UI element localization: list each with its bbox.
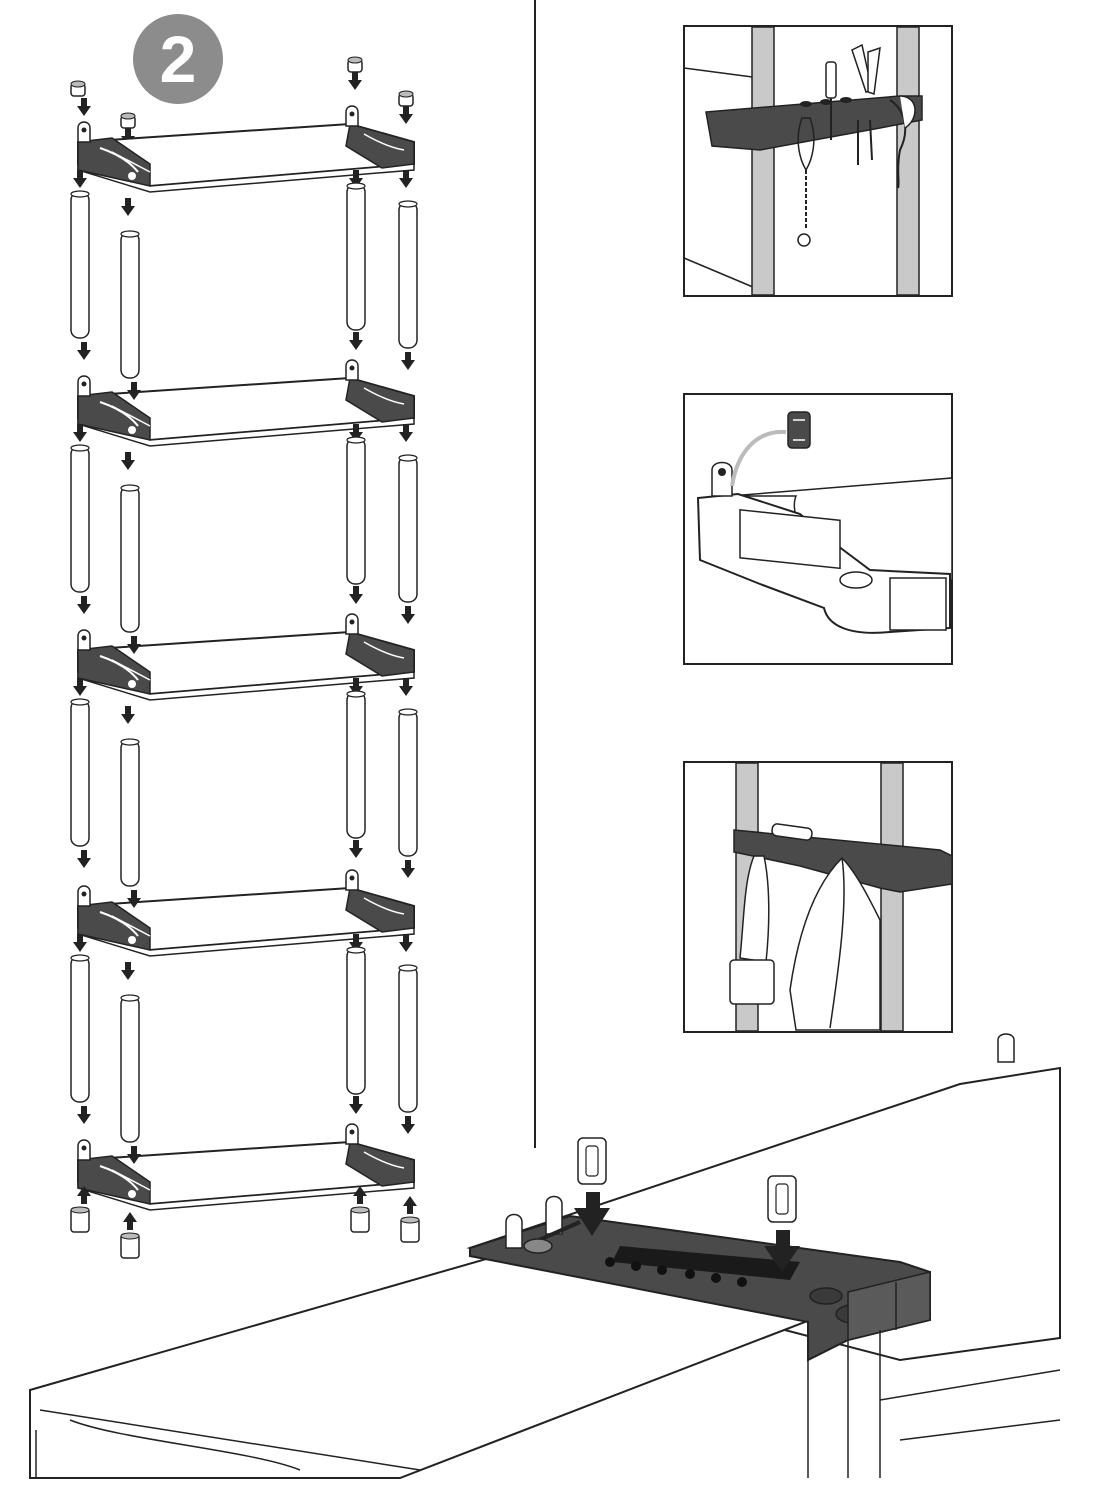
arrow-down-icon bbox=[349, 332, 363, 350]
pole bbox=[346, 691, 366, 839]
towel-icon bbox=[789, 856, 881, 1031]
arrow-down-icon bbox=[401, 606, 415, 624]
arrow-down-icon bbox=[77, 1106, 91, 1124]
shelf-board bbox=[77, 105, 415, 193]
pole bbox=[346, 183, 366, 331]
pliers-icon bbox=[851, 43, 881, 165]
detail-panel-clip-insert bbox=[683, 393, 953, 665]
arrow-down-icon bbox=[77, 850, 91, 868]
arrow-down-icon bbox=[399, 424, 413, 442]
pole bbox=[70, 699, 90, 847]
arrow-down-icon bbox=[349, 170, 363, 188]
arrow-down-icon bbox=[127, 890, 141, 908]
arrow-down-icon bbox=[127, 1146, 141, 1164]
mounting-tab bbox=[711, 461, 733, 497]
insert-arrow bbox=[730, 429, 787, 487]
arrow-down-icon bbox=[121, 962, 135, 980]
arrow-down-icon bbox=[349, 424, 363, 442]
arrow-down-icon bbox=[399, 678, 413, 696]
arrow-down-icon bbox=[399, 106, 413, 124]
pole bbox=[120, 231, 140, 379]
shelf-board bbox=[77, 869, 415, 957]
arrow-down-icon bbox=[73, 934, 87, 952]
arrow-down-icon bbox=[399, 170, 413, 188]
arrow-down-icon bbox=[121, 198, 135, 216]
arrow-down-icon bbox=[127, 636, 141, 654]
arrow-down-icon bbox=[574, 1192, 610, 1236]
arrow-down-icon bbox=[77, 342, 91, 360]
arrow-down-icon bbox=[349, 586, 363, 604]
arrow-down-icon bbox=[353, 1186, 367, 1204]
arrow-down-icon bbox=[401, 352, 415, 370]
arrow-down-icon bbox=[401, 860, 415, 878]
shelf-board bbox=[77, 613, 415, 701]
pole bbox=[398, 455, 418, 603]
pole bbox=[120, 739, 140, 887]
arrow-down-icon bbox=[77, 98, 91, 116]
arrow-down-icon bbox=[349, 934, 363, 952]
pole bbox=[398, 709, 418, 857]
arrow-down-icon bbox=[121, 128, 135, 146]
arrow-down-icon bbox=[764, 1230, 800, 1272]
arrow-down-icon bbox=[77, 1186, 91, 1204]
exploded-shelf-unit bbox=[70, 56, 420, 1259]
detail-panel-tool-rack bbox=[683, 25, 953, 297]
pole bbox=[880, 762, 904, 1032]
detail-panel-towel-hook bbox=[683, 761, 953, 1033]
arrow-down-icon bbox=[349, 840, 363, 858]
arrow-down-icon bbox=[399, 934, 413, 952]
arrow-down-icon bbox=[73, 424, 87, 442]
clip-icon bbox=[787, 411, 811, 449]
shelf-board bbox=[77, 1123, 415, 1211]
pole bbox=[120, 485, 140, 633]
clip-icon bbox=[577, 1137, 607, 1185]
key-chain-icon bbox=[797, 117, 815, 247]
arrow-down-icon bbox=[121, 706, 135, 724]
pole bbox=[751, 26, 775, 296]
arrow-down-icon bbox=[123, 1212, 137, 1230]
pole bbox=[70, 955, 90, 1103]
arrow-down-icon bbox=[349, 1096, 363, 1114]
arrow-down-icon bbox=[349, 678, 363, 696]
pole bbox=[70, 445, 90, 593]
pole bbox=[398, 965, 418, 1113]
pole bbox=[346, 437, 366, 585]
clip-icon bbox=[767, 1175, 797, 1223]
shelf-closeup bbox=[29, 1033, 1061, 1479]
arrow-down-icon bbox=[401, 1116, 415, 1134]
shelf-board bbox=[77, 359, 415, 447]
pole bbox=[398, 201, 418, 349]
scissors-icon bbox=[889, 95, 916, 189]
arrow-down-icon bbox=[73, 678, 87, 696]
arrow-down-icon bbox=[348, 72, 362, 90]
pole bbox=[346, 947, 366, 1095]
arrow-down-icon bbox=[127, 382, 141, 400]
arrow-down-icon bbox=[77, 596, 91, 614]
arrow-down-icon bbox=[121, 452, 135, 470]
arrow-down-icon bbox=[403, 1196, 417, 1214]
pole bbox=[120, 995, 140, 1143]
step-badge: 2 bbox=[133, 14, 223, 104]
arrow-down-icon bbox=[73, 170, 87, 188]
pole bbox=[70, 191, 90, 339]
screwdriver-icon bbox=[825, 61, 837, 140]
brush-icon bbox=[729, 855, 775, 1005]
pole bbox=[896, 26, 920, 296]
